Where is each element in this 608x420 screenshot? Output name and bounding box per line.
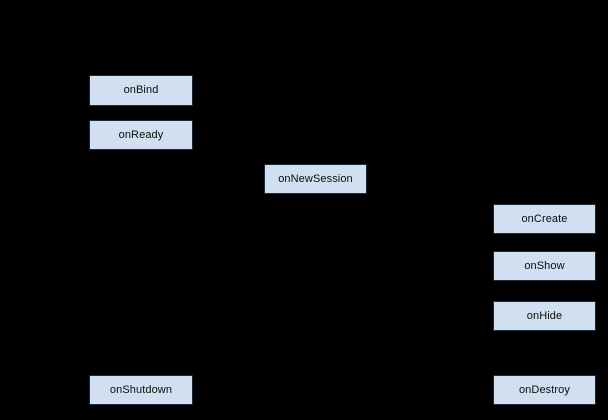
node-on-destroy[interactable]: onDestroy bbox=[493, 375, 596, 405]
node-on-hide[interactable]: onHide bbox=[493, 301, 596, 331]
node-label: onShutdown bbox=[109, 383, 173, 396]
node-on-ready[interactable]: onReady bbox=[89, 120, 193, 150]
node-label: onReady bbox=[118, 128, 164, 141]
node-label: onShow bbox=[524, 259, 565, 272]
node-on-create[interactable]: onCreate bbox=[493, 204, 596, 234]
node-on-shutdown[interactable]: onShutdown bbox=[89, 375, 193, 405]
node-on-bind[interactable]: onBind bbox=[89, 75, 193, 106]
node-label: onCreate bbox=[521, 212, 568, 225]
node-on-show[interactable]: onShow bbox=[493, 251, 596, 281]
node-on-new-session[interactable]: onNewSession bbox=[264, 164, 367, 194]
node-label: onDestroy bbox=[518, 383, 571, 396]
node-label: onNewSession bbox=[278, 172, 353, 185]
node-label: onBind bbox=[123, 84, 159, 96]
node-label: onHide bbox=[526, 309, 563, 322]
